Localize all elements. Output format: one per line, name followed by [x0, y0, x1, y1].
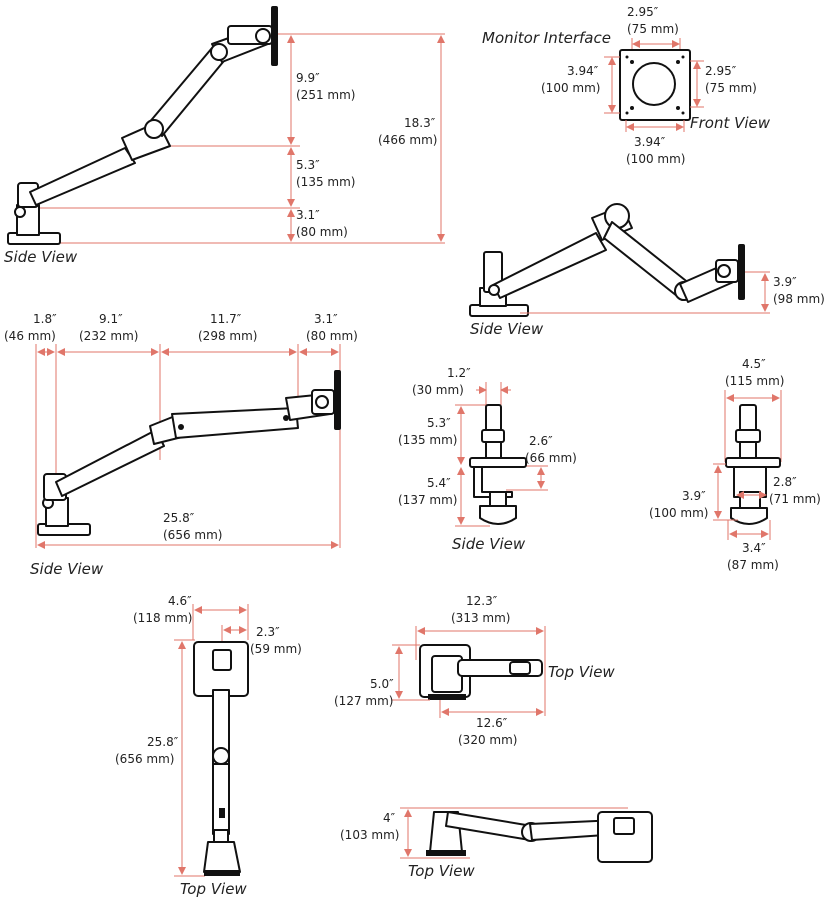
- dim-label-metric: (135 mm): [296, 175, 355, 189]
- dim-label-value: 3.9″: [682, 489, 706, 503]
- dim-label-metric: (251 mm): [296, 88, 355, 102]
- dim-label-value: 3.1″: [296, 208, 320, 222]
- dim-label-value: 4.6″: [168, 594, 192, 608]
- dim-label-metric: (115 mm): [725, 374, 784, 388]
- dim-label-value: 1.2″: [447, 366, 471, 380]
- desk-clamp-drawing: [725, 404, 781, 525]
- dim-label-value: 2.6″: [529, 434, 553, 448]
- view-caption: Side View: [4, 248, 78, 266]
- dim-label-value: 3.4″: [742, 541, 766, 555]
- dim-label-value: 3.1″: [314, 312, 338, 326]
- dim-label-value: 2.8″: [773, 475, 797, 489]
- clamp-front-view: 4.5″ (115 mm) 3.9″ (100 mm) 2.8″ (71 mm)…: [649, 357, 821, 572]
- dim-label-value: 1.8″: [33, 312, 57, 326]
- dim-label-metric: (80 mm): [306, 329, 358, 343]
- dim-label-metric: (75 mm): [627, 22, 679, 36]
- top-view-3: 4″ (103 mm) Top View: [340, 807, 653, 880]
- monitor-arm-drawing: [7, 6, 278, 245]
- dim-label-metric: (135 mm): [398, 433, 457, 447]
- dim-label-metric: (71 mm): [769, 492, 821, 506]
- view-caption: Top View: [408, 862, 475, 880]
- dim-label-value: 12.6″: [476, 716, 508, 730]
- dim-label-value: 3.94″: [634, 135, 666, 149]
- dim-label-metric: (100 mm): [626, 152, 685, 166]
- view-caption: Top View: [180, 880, 247, 898]
- dim-label-value: 5.4″: [427, 476, 451, 490]
- monitor-arm-drawing: [426, 811, 653, 863]
- dim-label-value: 25.8″: [147, 735, 179, 749]
- dim-label-value: 12.3″: [466, 594, 498, 608]
- desk-clamp-drawing: [469, 404, 527, 525]
- dim-label-metric: (100 mm): [541, 81, 600, 95]
- dim-label-value: 11.7″: [210, 312, 242, 326]
- monitor-arm-drawing: [193, 641, 249, 876]
- dim-label-value: 4.5″: [742, 357, 766, 371]
- view-caption: Front View: [690, 114, 771, 132]
- dim-label-metric: (98 mm): [773, 292, 825, 306]
- side-view-3: 1.8″ (46 mm) 9.1″ (232 mm) 11.7″ (298 mm…: [4, 312, 358, 578]
- dim-label-metric: (100 mm): [649, 506, 708, 520]
- dim-label-value: 9.1″: [99, 312, 123, 326]
- top-view-2: 12.3″ (313 mm) 5.0″ (127 mm) 12.6″ (320 …: [334, 594, 615, 747]
- dim-label-metric: (137 mm): [398, 493, 457, 507]
- dim-label-metric: (66 mm): [525, 451, 577, 465]
- dim-label-metric: (87 mm): [727, 558, 779, 572]
- dim-label-metric: (80 mm): [296, 225, 348, 239]
- dim-label-metric: (656 mm): [163, 528, 222, 542]
- view-caption: Side View: [452, 535, 526, 553]
- view-caption: Top View: [548, 663, 615, 681]
- dim-label-metric: (656 mm): [115, 752, 174, 766]
- clamp-side-view: 1.2″ (30 mm) 5.3″ (135 mm) 2.6″ (66 mm) …: [398, 366, 577, 553]
- view-caption: Side View: [30, 560, 104, 578]
- dim-label-metric: (466 mm): [378, 133, 437, 147]
- dim-label-metric: (127 mm): [334, 694, 393, 708]
- dim-label-value: 2.3″: [256, 625, 280, 639]
- dim-label-metric: (313 mm): [451, 611, 510, 625]
- dim-label-metric: (59 mm): [250, 642, 302, 656]
- dim-label-value: 5.3″: [427, 416, 451, 430]
- vesa-center-hole: [632, 62, 676, 106]
- monitor-arm-drawing: [469, 203, 745, 317]
- dim-label-value: 2.95″: [627, 5, 659, 19]
- side-view-1: 9.9″ (251 mm) 5.3″ (135 mm) 3.1″ (80 mm)…: [4, 6, 445, 266]
- top-view-1: 4.6″ (118 mm) 2.3″ (59 mm) 25.8″ (656 mm…: [115, 594, 302, 898]
- dim-label-value: 18.3″: [404, 116, 436, 130]
- dim-label-metric: (298 mm): [198, 329, 257, 343]
- dim-label-value: 5.3″: [296, 158, 320, 172]
- dim-label-value: 4″: [383, 811, 396, 825]
- view-title: Monitor Interface: [482, 29, 611, 47]
- dim-label-metric: (232 mm): [79, 329, 138, 343]
- dim-label-value: 3.94″: [567, 64, 599, 78]
- monitor-arm-drawing: [419, 644, 543, 700]
- dim-label-value: 3.9″: [773, 275, 797, 289]
- view-caption: Side View: [470, 320, 544, 338]
- dim-label-metric: (75 mm): [705, 81, 757, 95]
- dim-label-metric: (103 mm): [340, 828, 399, 842]
- monitor-arm-drawing: [37, 370, 341, 536]
- dim-label-value: 2.95″: [705, 64, 737, 78]
- dim-label-value: 9.9″: [296, 71, 320, 85]
- dim-label-metric: (30 mm): [412, 383, 464, 397]
- dim-label-metric: (46 mm): [4, 329, 56, 343]
- monitor-interface-view: Monitor Interface 2.95″ (75 mm) 3.94″ (1…: [482, 5, 771, 166]
- dim-label-metric: (118 mm): [133, 611, 192, 625]
- dim-label-metric: (320 mm): [458, 733, 517, 747]
- dim-label-value: 5.0″: [370, 677, 394, 691]
- side-view-2: 3.9″ (98 mm) Side View: [469, 203, 825, 338]
- dim-label-value: 25.8″: [163, 511, 195, 525]
